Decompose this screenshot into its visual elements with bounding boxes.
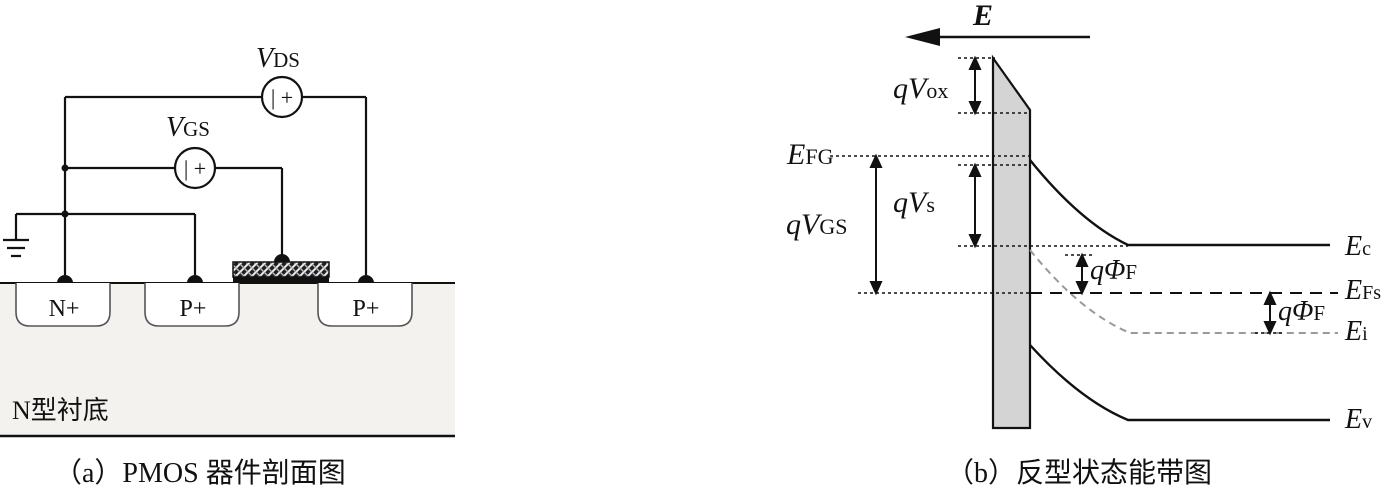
vgs-polarity: | + <box>184 156 206 181</box>
gate-oxide <box>233 277 329 283</box>
vds-label: VDS <box>256 43 300 74</box>
region-label-n-plus: N+ <box>49 296 80 322</box>
label-ei: Ei <box>1344 316 1368 347</box>
gate-electrode <box>232 261 330 278</box>
vgs-label: VGS <box>166 112 210 143</box>
contact-dot-body <box>57 275 73 283</box>
label-qphif-bulk: qΦF <box>1278 296 1325 327</box>
vgs-voltage-source: | + <box>173 146 217 190</box>
n-plus-region <box>15 283 111 327</box>
label-efs: EFs <box>1344 275 1381 306</box>
ground-icon <box>3 238 29 258</box>
junction-dot-1 <box>61 164 69 172</box>
valence-band <box>1029 344 1330 422</box>
circuit-wires <box>14 95 368 275</box>
label-qvox: qVox <box>893 72 948 105</box>
label-qvs: qVs <box>893 186 935 219</box>
oxide-layer <box>991 54 1032 430</box>
potential-arrows <box>869 55 1277 336</box>
intrinsic-level <box>1029 249 1338 334</box>
conduction-band <box>1029 159 1330 247</box>
label-qphif-surface: qΦF <box>1090 255 1137 286</box>
contact-dot-source <box>187 275 203 283</box>
reference-lines <box>830 57 1282 334</box>
vds-polarity: | + <box>271 85 293 110</box>
caption-a: （a）PMOS 器件剖面图 <box>54 457 346 489</box>
p-plus-region-drain <box>317 283 413 327</box>
caption-b: （b）反型状态能带图 <box>946 457 1212 489</box>
label-efg: EFG <box>786 138 834 171</box>
panel-a-device-cross-section: N+ P+ P+ N型衬底 <box>0 43 455 489</box>
region-label-p-plus-2: P+ <box>353 296 380 322</box>
vds-voltage-source: | + <box>260 75 304 119</box>
label-qvgs: qVGS <box>786 208 847 241</box>
field-label: E <box>972 0 993 32</box>
panel-b-band-diagram: E <box>786 0 1381 489</box>
label-ec: Ec <box>1344 231 1371 262</box>
label-ev: Ev <box>1344 404 1372 435</box>
substrate-label: N型衬底 <box>12 396 109 425</box>
contact-dot-drain <box>358 275 374 283</box>
junction-dot-2 <box>61 210 69 218</box>
field-arrow-head <box>905 28 940 46</box>
region-label-p-plus-1: P+ <box>180 296 207 322</box>
contact-dot-gate <box>274 254 290 262</box>
p-plus-region-source <box>144 283 240 327</box>
